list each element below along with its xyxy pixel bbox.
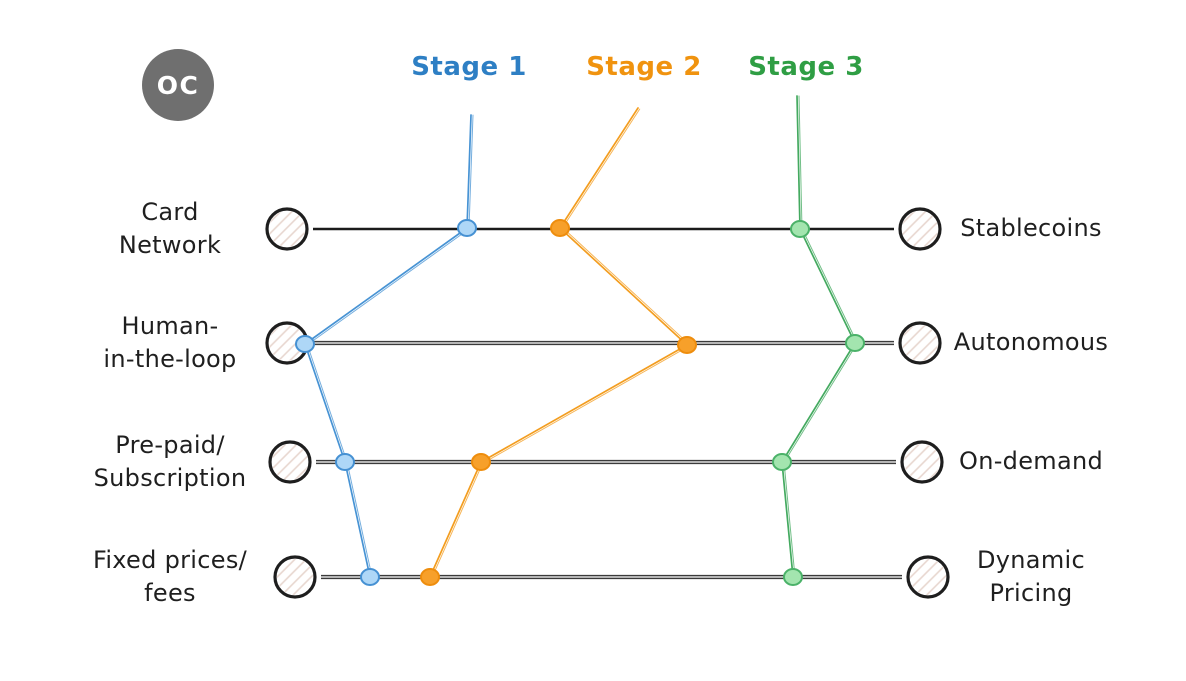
stage-2-connector <box>559 227 688 346</box>
stage-1-connector <box>344 461 371 578</box>
oc-logo-text: OC <box>156 70 200 100</box>
stage-3-connector <box>781 342 856 463</box>
stage-2-dot-row-2 <box>471 453 491 471</box>
axis-left-endpoint-2 <box>272 444 308 480</box>
stage-2-connector <box>480 344 688 463</box>
stage-2-dot-row-3 <box>420 568 440 586</box>
stage-3-connector <box>783 461 796 578</box>
axis-left-endpoint-2 <box>268 440 312 484</box>
stage-3-connector <box>781 461 794 578</box>
stage-1-leader-line <box>466 114 472 229</box>
stage-1-connector <box>306 342 348 462</box>
axis-right-label-autonomous: Autonomous <box>953 328 1109 356</box>
stage-3-dot-row-0 <box>790 220 810 238</box>
stage-1-connector <box>304 343 346 463</box>
stage-1-dot-row-0 <box>457 219 477 237</box>
axis-right-label-dynamic-pricing: Dynamic Pricing <box>977 546 1085 607</box>
stage-1-dot-row-1 <box>295 335 315 353</box>
axis-right-endpoint-2 <box>904 444 940 480</box>
stage-1-leader-line <box>468 114 474 229</box>
axis-right-endpoint-0 <box>898 207 942 251</box>
axis-left-endpoint-1 <box>269 325 305 361</box>
axis-left-endpoint-3 <box>273 555 317 599</box>
axis-right-endpoint-2 <box>900 440 944 484</box>
axis-left-label-card-network: Card Network <box>118 198 222 259</box>
stage-3-label: Stage 3 <box>748 52 864 82</box>
axis-right-label-stablecoins: Stablecoins <box>960 214 1102 242</box>
stage-2-leader-line <box>559 107 639 229</box>
axis-left-endpoint-3 <box>277 559 313 595</box>
stage-2-dot-row-1 <box>677 336 697 354</box>
stage-2-connector <box>429 461 482 578</box>
stage-3-dot-row-2 <box>772 453 792 471</box>
axis-right-endpoint-3 <box>910 559 946 595</box>
stage-1-dot-row-2 <box>335 453 355 471</box>
axis-left-label-pre-paid-subscription: Pre-paid/ Subscription <box>93 431 247 492</box>
axis-right-endpoint-1 <box>898 321 942 365</box>
axis-left-endpoint-0 <box>269 211 305 247</box>
axis-right-endpoint-0 <box>902 211 938 247</box>
axis-left-label-fixed-prices-fees: Fixed prices/ fees <box>92 546 248 607</box>
stage-2-label: Stage 2 <box>586 52 702 82</box>
stage-3-dot-row-1 <box>845 334 865 352</box>
stage-1-dot-row-3 <box>360 568 380 586</box>
axis-right-endpoint-1 <box>902 325 938 361</box>
stage-3-connector <box>783 343 858 464</box>
stage-1-label: Stage 1 <box>411 52 527 82</box>
stage-2-connector <box>560 226 689 345</box>
stage-3-leader-line <box>798 95 803 230</box>
stage-2-connector <box>481 346 689 465</box>
oc-logo: OC <box>142 49 214 121</box>
stage-2-leader-line <box>561 108 641 230</box>
stage-3-leader-line <box>796 95 801 230</box>
stage-1-connector <box>346 461 373 578</box>
stage-2-connector <box>431 462 484 579</box>
axis-left-endpoint-0 <box>265 207 309 251</box>
stage-1-connector <box>305 229 469 347</box>
stage-2-dot-row-0 <box>550 219 570 237</box>
stage-3-connector <box>799 228 856 344</box>
stage-1-connector <box>304 227 468 345</box>
axis-left-label-human-in-the-loop: Human- in-the-loop <box>103 312 237 373</box>
stage-3-dot-row-3 <box>783 568 803 586</box>
stage-3-connector <box>801 227 858 343</box>
axis-right-label-on-demand: On-demand <box>959 447 1103 475</box>
axis-right-endpoint-3 <box>906 555 950 599</box>
